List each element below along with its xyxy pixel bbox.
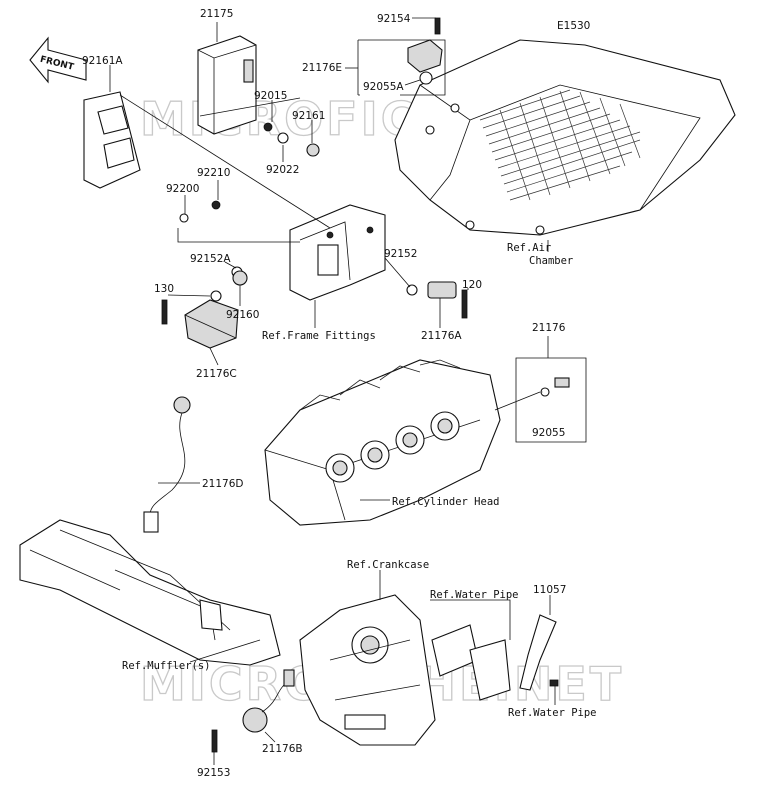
label-130[interactable]: 130 [154,283,174,295]
ref-water-pipe-bottom[interactable]: Ref.Water Pipe [508,707,597,719]
part-130-bolt[interactable] [161,299,168,325]
part-92160-damper[interactable] [232,270,248,286]
label-21176B[interactable]: 21176B [262,743,303,755]
part-120-bolt[interactable] [461,289,468,319]
label-92154[interactable]: 92154 [377,13,411,25]
part-92200-washer[interactable] [179,213,189,223]
label-21176E[interactable]: 21176E [302,62,342,74]
label-92152[interactable]: 92152 [384,248,417,260]
label-92055[interactable]: 92055 [532,427,565,439]
label-21176C[interactable]: 21176C [196,368,237,380]
part-21176A-sensor[interactable] [427,281,457,299]
ref-crankcase[interactable]: Ref.Crankcase [347,559,429,571]
part-92022-washer[interactable] [277,132,289,144]
part-92154-bolt[interactable] [434,17,441,35]
ref-air-chamber-line2[interactable]: Chamber [529,255,573,267]
part-92153-bolt[interactable] [211,729,218,753]
label-21176A[interactable]: 21176A [421,330,462,342]
part-water-pipe-fitting[interactable] [431,624,511,701]
part-21176B-knock-sensor[interactable] [242,669,295,733]
ref-mufflers[interactable]: Ref.Muffler(s) [122,660,211,672]
part-92210-nut[interactable] [211,200,221,210]
part-21175-ecu[interactable] [197,35,257,135]
label-92161[interactable]: 92161 [292,110,325,122]
ref-cylinder-head[interactable]: Ref.Cylinder Head [392,496,499,508]
part-11057-bracket[interactable] [519,614,557,691]
part-92055A-o-ring[interactable] [419,71,433,85]
part-21176D-oxygen-sensor[interactable] [143,396,191,533]
label-92160[interactable]: 92160 [226,309,259,321]
label-92161A[interactable]: 92161A [82,55,123,67]
part-92015-nut[interactable] [263,122,273,132]
label-92200[interactable]: 92200 [166,183,199,195]
part-92161-grommet[interactable] [306,143,320,157]
label-21176D[interactable]: 21176D [202,478,244,490]
label-21175[interactable]: 21175 [200,8,233,20]
air-chamber-illustration [394,39,736,236]
part-21176E-sensor[interactable] [407,39,443,73]
hardware-fasteners[interactable] [161,17,559,753]
leader-lines [109,17,587,765]
ref-water-pipe-top[interactable]: Ref.Water Pipe [430,589,519,601]
label-92152A[interactable]: 92152A [190,253,231,265]
part-water-pipe-bolt[interactable] [549,679,559,687]
label-11057[interactable]: 11057 [533,584,566,596]
part-92152A-collar-lower[interactable] [210,290,222,302]
part-21176C-sensor[interactable] [184,299,239,349]
label-92210[interactable]: 92210 [197,167,230,179]
ref-air-chamber-line1[interactable]: Ref.Air [507,242,551,254]
label-92015[interactable]: 92015 [254,90,287,102]
crankcase-illustration [299,594,436,746]
front-direction-arrow: FRONT [29,36,87,84]
part-21176-sensor[interactable] [540,377,570,397]
part-bracket[interactable] [289,204,386,301]
label-92022[interactable]: 92022 [266,164,299,176]
label-21176[interactable]: 21176 [532,322,566,334]
label-92153[interactable]: 92153 [197,767,230,779]
ref-frame-fittings[interactable]: Ref.Frame Fittings [262,330,376,342]
muffler-illustration [19,519,281,666]
part-92161A-cushion[interactable] [83,91,141,189]
part-92152-collar[interactable] [406,284,418,296]
cylinder-head-illustration [264,359,501,526]
label-92055A[interactable]: 92055A [363,81,404,93]
label-120[interactable]: 120 [462,279,482,291]
diagram-code: E1530 [557,20,590,32]
